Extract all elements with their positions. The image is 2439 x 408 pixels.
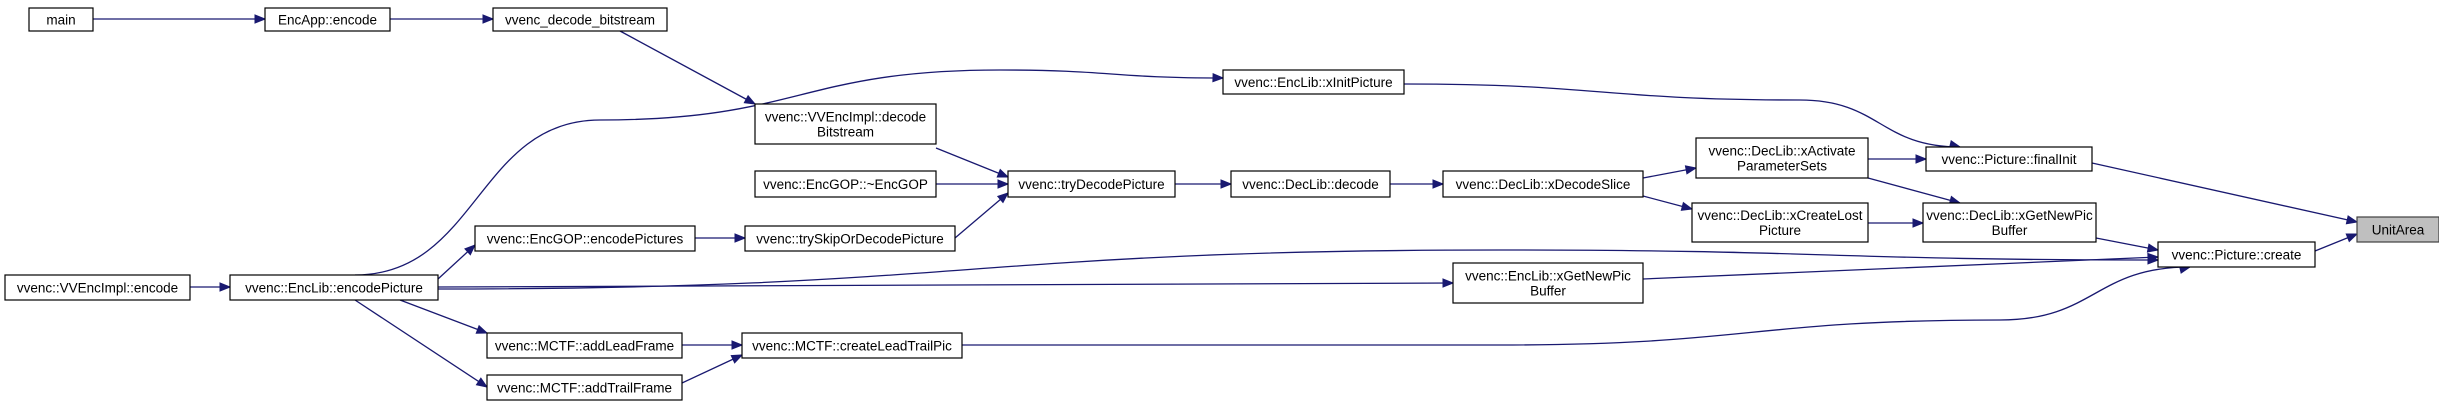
call-edge-declib_xgetnewpicbuffer-picture_create	[2095, 237, 2160, 253]
node-label: vvenc::MCTF::addTrailFrame	[497, 381, 672, 396]
call-edge-enclib_encodepicture-encgop_encodepictures	[437, 244, 476, 280]
node-trydecodepicture[interactable]: vvenc::tryDecodePicture	[1007, 170, 1176, 198]
call-edge-enclib_encodepicture-mctf_addleadframe	[399, 299, 489, 334]
call-edge-declib_xdecodeslice-declib_xactivateparametersets	[1642, 165, 1698, 179]
node-enclib-xinitpicture[interactable]: vvenc::EncLib::xInitPicture	[1222, 69, 1405, 95]
node-label: vvenc::MCTF::addLeadFrame	[495, 339, 674, 354]
node-picture-finalinit[interactable]: vvenc::Picture::finalInit	[1925, 146, 2093, 172]
node-enclib-encodepicture[interactable]: vvenc::EncLib::encodePicture	[229, 274, 439, 301]
node-label: vvenc::EncGOP::~EncGOP	[763, 177, 928, 192]
node-label: vvenc::EncLib::xInitPicture	[1234, 75, 1392, 90]
call-edge-picture_finalinit-unitarea	[2091, 162, 2359, 225]
node-label: main	[46, 13, 75, 28]
node-declib-decode[interactable]: vvenc::DecLib::decode	[1230, 170, 1391, 198]
node-label: vvenc::tryDecodePicture	[1018, 177, 1164, 192]
node-unitarea[interactable]: UnitArea	[2356, 216, 2439, 243]
call-edge-enclib_encodepicture-enclib_xinitpicture	[354, 69, 1225, 276]
node-mctf-createleadtrailpic[interactable]: vvenc::MCTF::createLeadTrailPic	[741, 332, 963, 359]
node-label: vvenc::MCTF::createLeadTrailPic	[752, 339, 952, 354]
call-edge-mctf_addleadframe-mctf_createleadtrailpic	[682, 340, 744, 350]
node-label: Buffer	[1530, 284, 1566, 299]
call-edge-main-encapp_encode	[93, 14, 267, 24]
node-label: Picture	[1759, 223, 1801, 238]
node-label: vvenc::DecLib::decode	[1242, 177, 1379, 192]
call-edge-enclib_encodepicture-mctf_addtrailframe	[354, 299, 489, 388]
edges-layer	[93, 14, 2359, 388]
node-mctf-addleadframe[interactable]: vvenc::MCTF::addLeadFrame	[486, 332, 683, 359]
call-edge-encgop_dtor-trydecodepicture	[936, 179, 1010, 189]
nodes-layer: main EncApp::encode vvenc_decode_bitstream…	[4, 7, 2439, 401]
node-vvenc-decode-bitstream[interactable]: vvenc_decode_bitstream	[492, 7, 668, 32]
call-edge-declib_decode-declib_xdecodeslice	[1390, 179, 1445, 189]
node-label: vvenc::DecLib::xGetNewPic	[1926, 208, 2093, 223]
call-edge-encapp_encode-vvenc_decode_bitstream	[390, 14, 495, 24]
node-label: vvenc::Picture::create	[2172, 248, 2302, 263]
node-label: ParameterSets	[1737, 159, 1827, 174]
node-label: vvenc::Picture::finalInit	[1941, 152, 2076, 167]
call-edge-vvenc_decode_bitstream-vvencimpl_decodebitstream	[619, 30, 757, 105]
node-encapp-encode[interactable]: EncApp::encode	[264, 7, 391, 32]
node-label: EncApp::encode	[278, 13, 377, 28]
call-edge-declib_xdecodeslice-declib_xcreatelostpicture	[1642, 195, 1694, 211]
call-edge-vvencimpl_decodebitstream-trydecodepicture	[935, 147, 1010, 178]
node-label: vvenc::EncLib::encodePicture	[245, 281, 423, 296]
node-label: vvenc::EncLib::xGetNewPic	[1465, 269, 1631, 284]
node-main[interactable]: main	[28, 7, 94, 32]
call-edge-declib_xcreatelostpicture-declib_xgetnewpicbuffer	[1868, 218, 1925, 228]
call-edge-enclib_xinitpicture-picture_finalinit	[1403, 83, 1962, 150]
node-label: Bitstream	[817, 125, 874, 140]
call-edge-vvencimpl_encode-enclib_encodepicture	[190, 282, 232, 292]
node-declib-xdecodeslice[interactable]: vvenc::DecLib::xDecodeSlice	[1442, 170, 1644, 198]
node-label: vvenc_decode_bitstream	[505, 13, 655, 28]
node-tryskipordecodepicture[interactable]: vvenc::trySkipOrDecodePicture	[744, 225, 956, 252]
node-label: vvenc::VVEncImpl::decode	[765, 110, 926, 125]
call-edge-enclib_encodepicture-picture_create	[437, 249, 2160, 290]
call-edge-picture_create-unitarea	[2314, 233, 2359, 252]
node-label: vvenc::trySkipOrDecodePicture	[756, 232, 944, 247]
node-label: vvenc::EncGOP::encodePictures	[487, 232, 684, 247]
call-edge-mctf_addtrailframe-mctf_createleadtrailpic	[681, 354, 744, 384]
call-edge-tryskipordecodepicture-trydecodepicture	[954, 192, 1010, 239]
node-picture-create[interactable]: vvenc::Picture::create	[2157, 241, 2316, 268]
node-label: vvenc::DecLib::xDecodeSlice	[1456, 177, 1631, 192]
call-edge-enclib_encodepicture-enclib_xgetnewpicbuffer	[437, 278, 1455, 288]
call-edge-trydecodepicture-declib_decode	[1175, 179, 1233, 189]
node-label: vvenc::VVEncImpl::encode	[17, 281, 178, 296]
node-encgop-dtor[interactable]: vvenc::EncGOP::~EncGOP	[754, 170, 937, 198]
call-edge-declib_xactivateparametersets-declib_xgetnewpicbuffer	[1867, 177, 1962, 205]
node-label: UnitArea	[2372, 223, 2425, 238]
node-mctf-addtrailframe[interactable]: vvenc::MCTF::addTrailFrame	[486, 374, 683, 401]
node-label: vvenc::DecLib::xActivate	[1708, 144, 1855, 159]
node-label: Buffer	[1992, 223, 2028, 238]
call-edge-encgop_encodepictures-tryskipordecodepicture	[695, 233, 747, 243]
call-edge-declib_xactivateparametersets-picture_finalinit	[1868, 154, 1928, 164]
node-label: vvenc::DecLib::xCreateLost	[1697, 208, 1862, 223]
node-encgop-encodepictures[interactable]: vvenc::EncGOP::encodePictures	[474, 225, 696, 252]
node-vvencimpl-encode[interactable]: vvenc::VVEncImpl::encode	[4, 274, 191, 301]
